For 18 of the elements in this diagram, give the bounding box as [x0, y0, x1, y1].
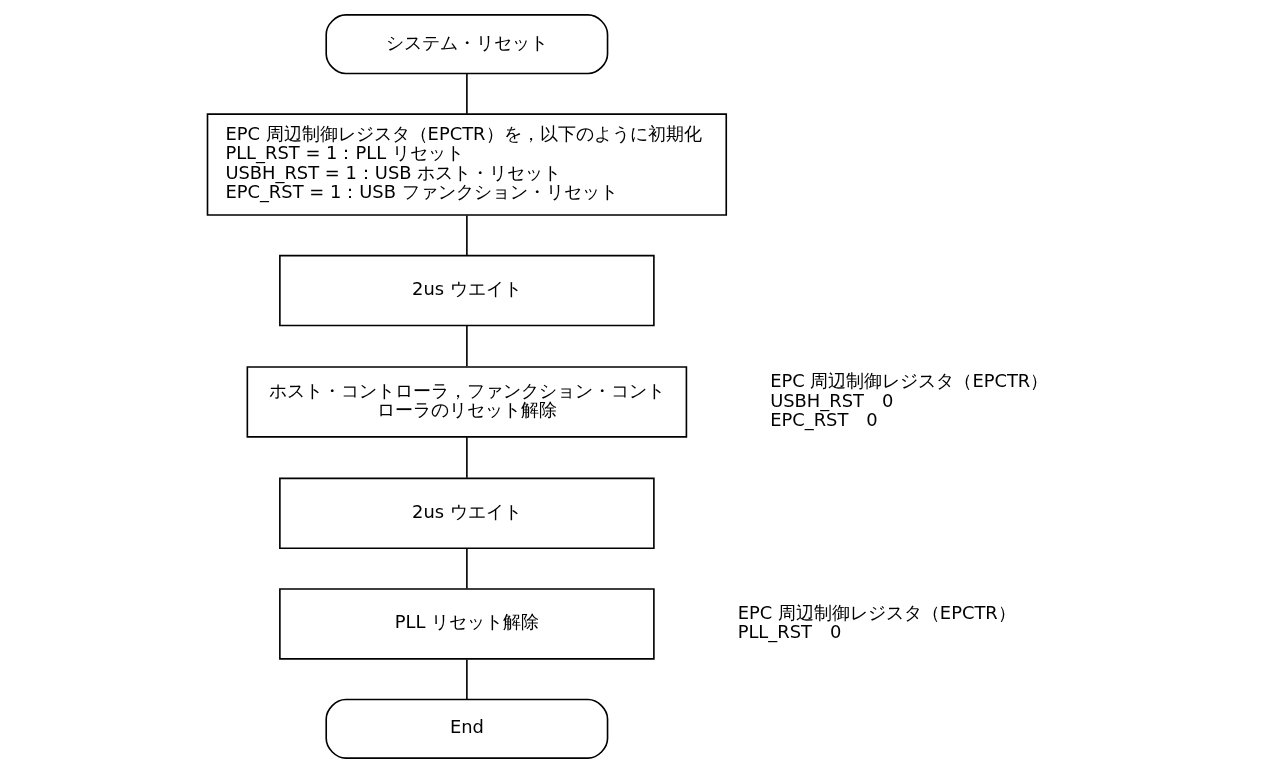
node-label: EPC_RST 0 — [770, 409, 878, 431]
connector — [466, 547, 468, 590]
connector — [466, 72, 468, 115]
node-box: EPC 周辺制御レジスタ（EPCTR）を，以下のように初期化 PLL_RST = 1：PLL リセット USBH_RST = 1：USB ホスト・リセット EPC_RST = 1：USB ファンクション・リセット — [206, 113, 728, 216]
node-label: PLL_RST 0 — [737, 621, 842, 643]
connector — [466, 436, 468, 479]
node-box: End — [325, 698, 609, 759]
connector — [466, 214, 468, 256]
node-box: 2us ウエイト — [279, 254, 655, 327]
node-box: システム・リセット — [325, 14, 609, 75]
connector — [466, 658, 468, 701]
connector — [466, 325, 468, 368]
node-box: 2us ウエイト — [279, 477, 655, 550]
node-label: EPC 周辺制御レジスタ（EPCTR） — [770, 369, 1049, 391]
node-box: PLL リセット解除 — [279, 588, 655, 660]
node-label: USBH_RST 0 — [770, 389, 894, 411]
node-label: EPC 周辺制御レジスタ（EPCTR） — [737, 601, 1016, 623]
node-box: ホスト・コントローラ，ファンクション・コントローラのリセット解除 — [246, 366, 688, 438]
